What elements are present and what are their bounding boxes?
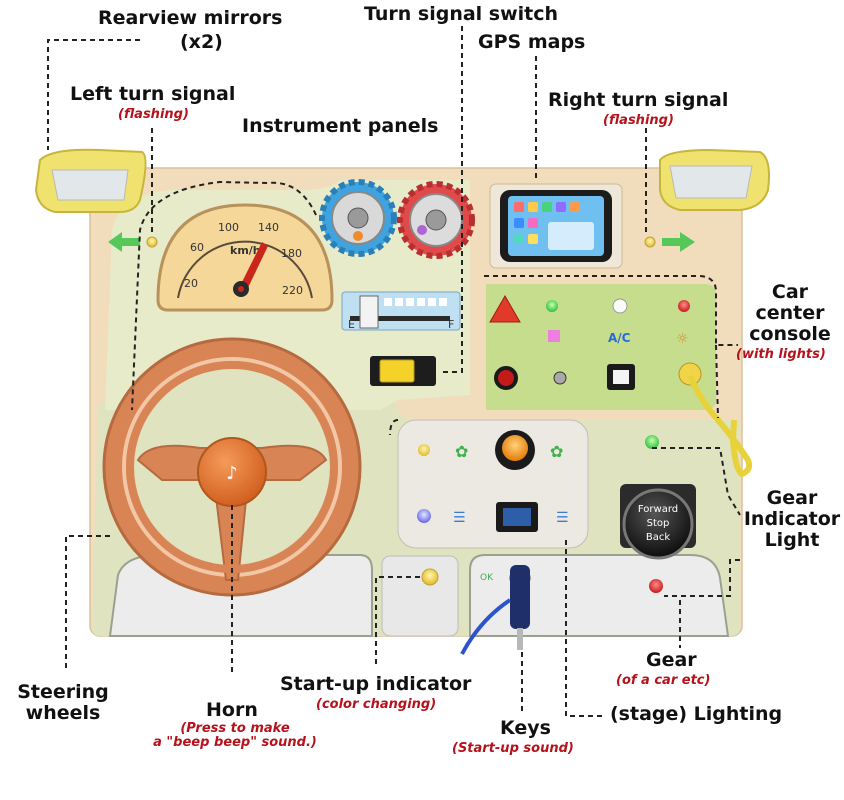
console-toggle-switch[interactable] bbox=[553, 371, 567, 385]
speed-tick-140: 140 bbox=[258, 221, 279, 234]
gear-knob-forward: Forward bbox=[638, 504, 678, 515]
label-car-center-console: Car center console bbox=[740, 282, 840, 345]
horn-icon: ♪ bbox=[226, 463, 238, 484]
right-turn-signal-light bbox=[644, 236, 656, 248]
label-rearview-mirrors: Rearview mirrors bbox=[98, 7, 283, 29]
label-steering-line2: wheels bbox=[25, 701, 101, 724]
label-left-turn-signal-note: (flashing) bbox=[118, 107, 189, 122]
label-horn-note: (Press to make a "beep beep" sound.) bbox=[130, 721, 340, 751]
label-rearview-count: (x2) bbox=[180, 31, 223, 53]
label-center-line2: center bbox=[755, 301, 825, 324]
fuel-full-label: F bbox=[448, 318, 454, 331]
fan-icon-1: ✿ bbox=[455, 442, 468, 461]
center-console: A/C ☼ bbox=[486, 284, 716, 410]
label-steering-wheels: Steering wheels bbox=[8, 682, 118, 724]
label-startup-indicator: Start-up indicator bbox=[280, 673, 472, 695]
yellow-strap bbox=[687, 374, 753, 478]
label-gear-indicator-line3: Light bbox=[764, 528, 820, 551]
speedometer: 20 60 100 140 180 220 km/h bbox=[156, 203, 334, 312]
fuel-empty-label: E bbox=[348, 318, 355, 331]
label-left-turn-signal: Left turn signal bbox=[70, 83, 236, 105]
gear-knob-stop: Stop bbox=[647, 518, 670, 529]
label-gear-note: (of a car etc) bbox=[616, 673, 711, 688]
speed-tick-220: 220 bbox=[282, 284, 303, 297]
label-console-line3: console bbox=[749, 322, 831, 345]
speed-tick-100: 100 bbox=[218, 221, 239, 234]
console-ac-label: A/C bbox=[608, 331, 631, 345]
console-pink-square bbox=[548, 330, 560, 342]
red-gear-knob[interactable] bbox=[397, 181, 475, 259]
right-arrow-icon bbox=[662, 232, 695, 252]
fuel-gauge[interactable]: E F bbox=[341, 291, 461, 331]
gps-screen[interactable] bbox=[489, 183, 623, 269]
label-instrument-panels: Instrument panels bbox=[242, 115, 439, 137]
label-gear: Gear bbox=[646, 649, 697, 671]
label-startup-indicator-note: (color changing) bbox=[316, 697, 437, 712]
sun-icon: ☼ bbox=[676, 331, 689, 347]
label-horn-note-line2: a "beep beep" sound.) bbox=[153, 735, 317, 751]
speed-tick-180: 180 bbox=[281, 247, 302, 260]
console-green-light bbox=[546, 300, 558, 312]
label-turn-signal-switch: Turn signal switch bbox=[364, 3, 559, 25]
turn-signal-switch[interactable] bbox=[370, 356, 436, 386]
label-center-console-note: (with lights) bbox=[736, 347, 826, 362]
label-keys-note: (Start-up sound) bbox=[452, 741, 574, 756]
key-ok-badge: OK bbox=[480, 573, 494, 583]
console-red-button[interactable] bbox=[494, 366, 518, 390]
label-steering-line1: Steering bbox=[17, 681, 109, 703]
seat-right bbox=[469, 554, 730, 637]
label-stage-lighting: (stage) Lighting bbox=[610, 703, 783, 725]
console-yellow-knob[interactable] bbox=[678, 362, 702, 386]
blue-gear-knob[interactable] bbox=[319, 179, 397, 257]
lighting-panel: ✿ ✿ ☰ ☰ bbox=[397, 419, 589, 549]
gear-knob[interactable]: Forward Stop Back bbox=[620, 484, 696, 560]
left-arrow-icon bbox=[108, 232, 140, 252]
startup-indicator-light bbox=[421, 568, 439, 586]
speed-tick-60: 60 bbox=[190, 241, 204, 254]
label-horn-note-line1: (Press to make bbox=[180, 721, 290, 736]
seat-center-block bbox=[381, 555, 459, 637]
headlight-icon-1: ☰ bbox=[453, 510, 466, 526]
console-red-light bbox=[678, 300, 690, 312]
gear-indicator-light bbox=[645, 435, 659, 449]
label-horn: Horn bbox=[206, 699, 258, 721]
annotation-leaders bbox=[47, 26, 741, 717]
lighting-blue-light bbox=[417, 509, 431, 523]
right-mirror[interactable] bbox=[659, 148, 770, 211]
lighting-yellow-light bbox=[418, 444, 430, 456]
label-right-turn-signal: Right turn signal bbox=[548, 89, 729, 111]
fan-icon-2: ✿ bbox=[550, 442, 563, 461]
label-car-line1: Car bbox=[771, 281, 809, 303]
speed-unit: km/h bbox=[230, 244, 261, 257]
label-gps-maps: GPS maps bbox=[478, 31, 586, 53]
speed-tick-20: 20 bbox=[184, 277, 198, 290]
warning-triangle-button[interactable] bbox=[489, 294, 521, 323]
label-right-turn-signal-note: (flashing) bbox=[603, 113, 674, 128]
horn-button[interactable]: ♪ bbox=[197, 437, 267, 507]
headlight-icon-2: ☰ bbox=[556, 510, 569, 526]
label-keys: Keys bbox=[500, 717, 551, 739]
label-gear-indicator-light: Gear Indicator Light bbox=[742, 488, 842, 551]
speed-needle bbox=[238, 242, 268, 292]
gear-red-light bbox=[649, 579, 663, 593]
left-turn-signal-light bbox=[146, 236, 158, 248]
label-gear-indicator-line2: Indicator bbox=[743, 507, 841, 530]
label-gear-indicator-line1: Gear bbox=[766, 487, 818, 509]
left-mirror[interactable] bbox=[34, 148, 147, 213]
gear-knob-back: Back bbox=[646, 532, 670, 543]
car-keys[interactable]: OK bbox=[460, 565, 531, 655]
console-white-light bbox=[612, 298, 628, 314]
